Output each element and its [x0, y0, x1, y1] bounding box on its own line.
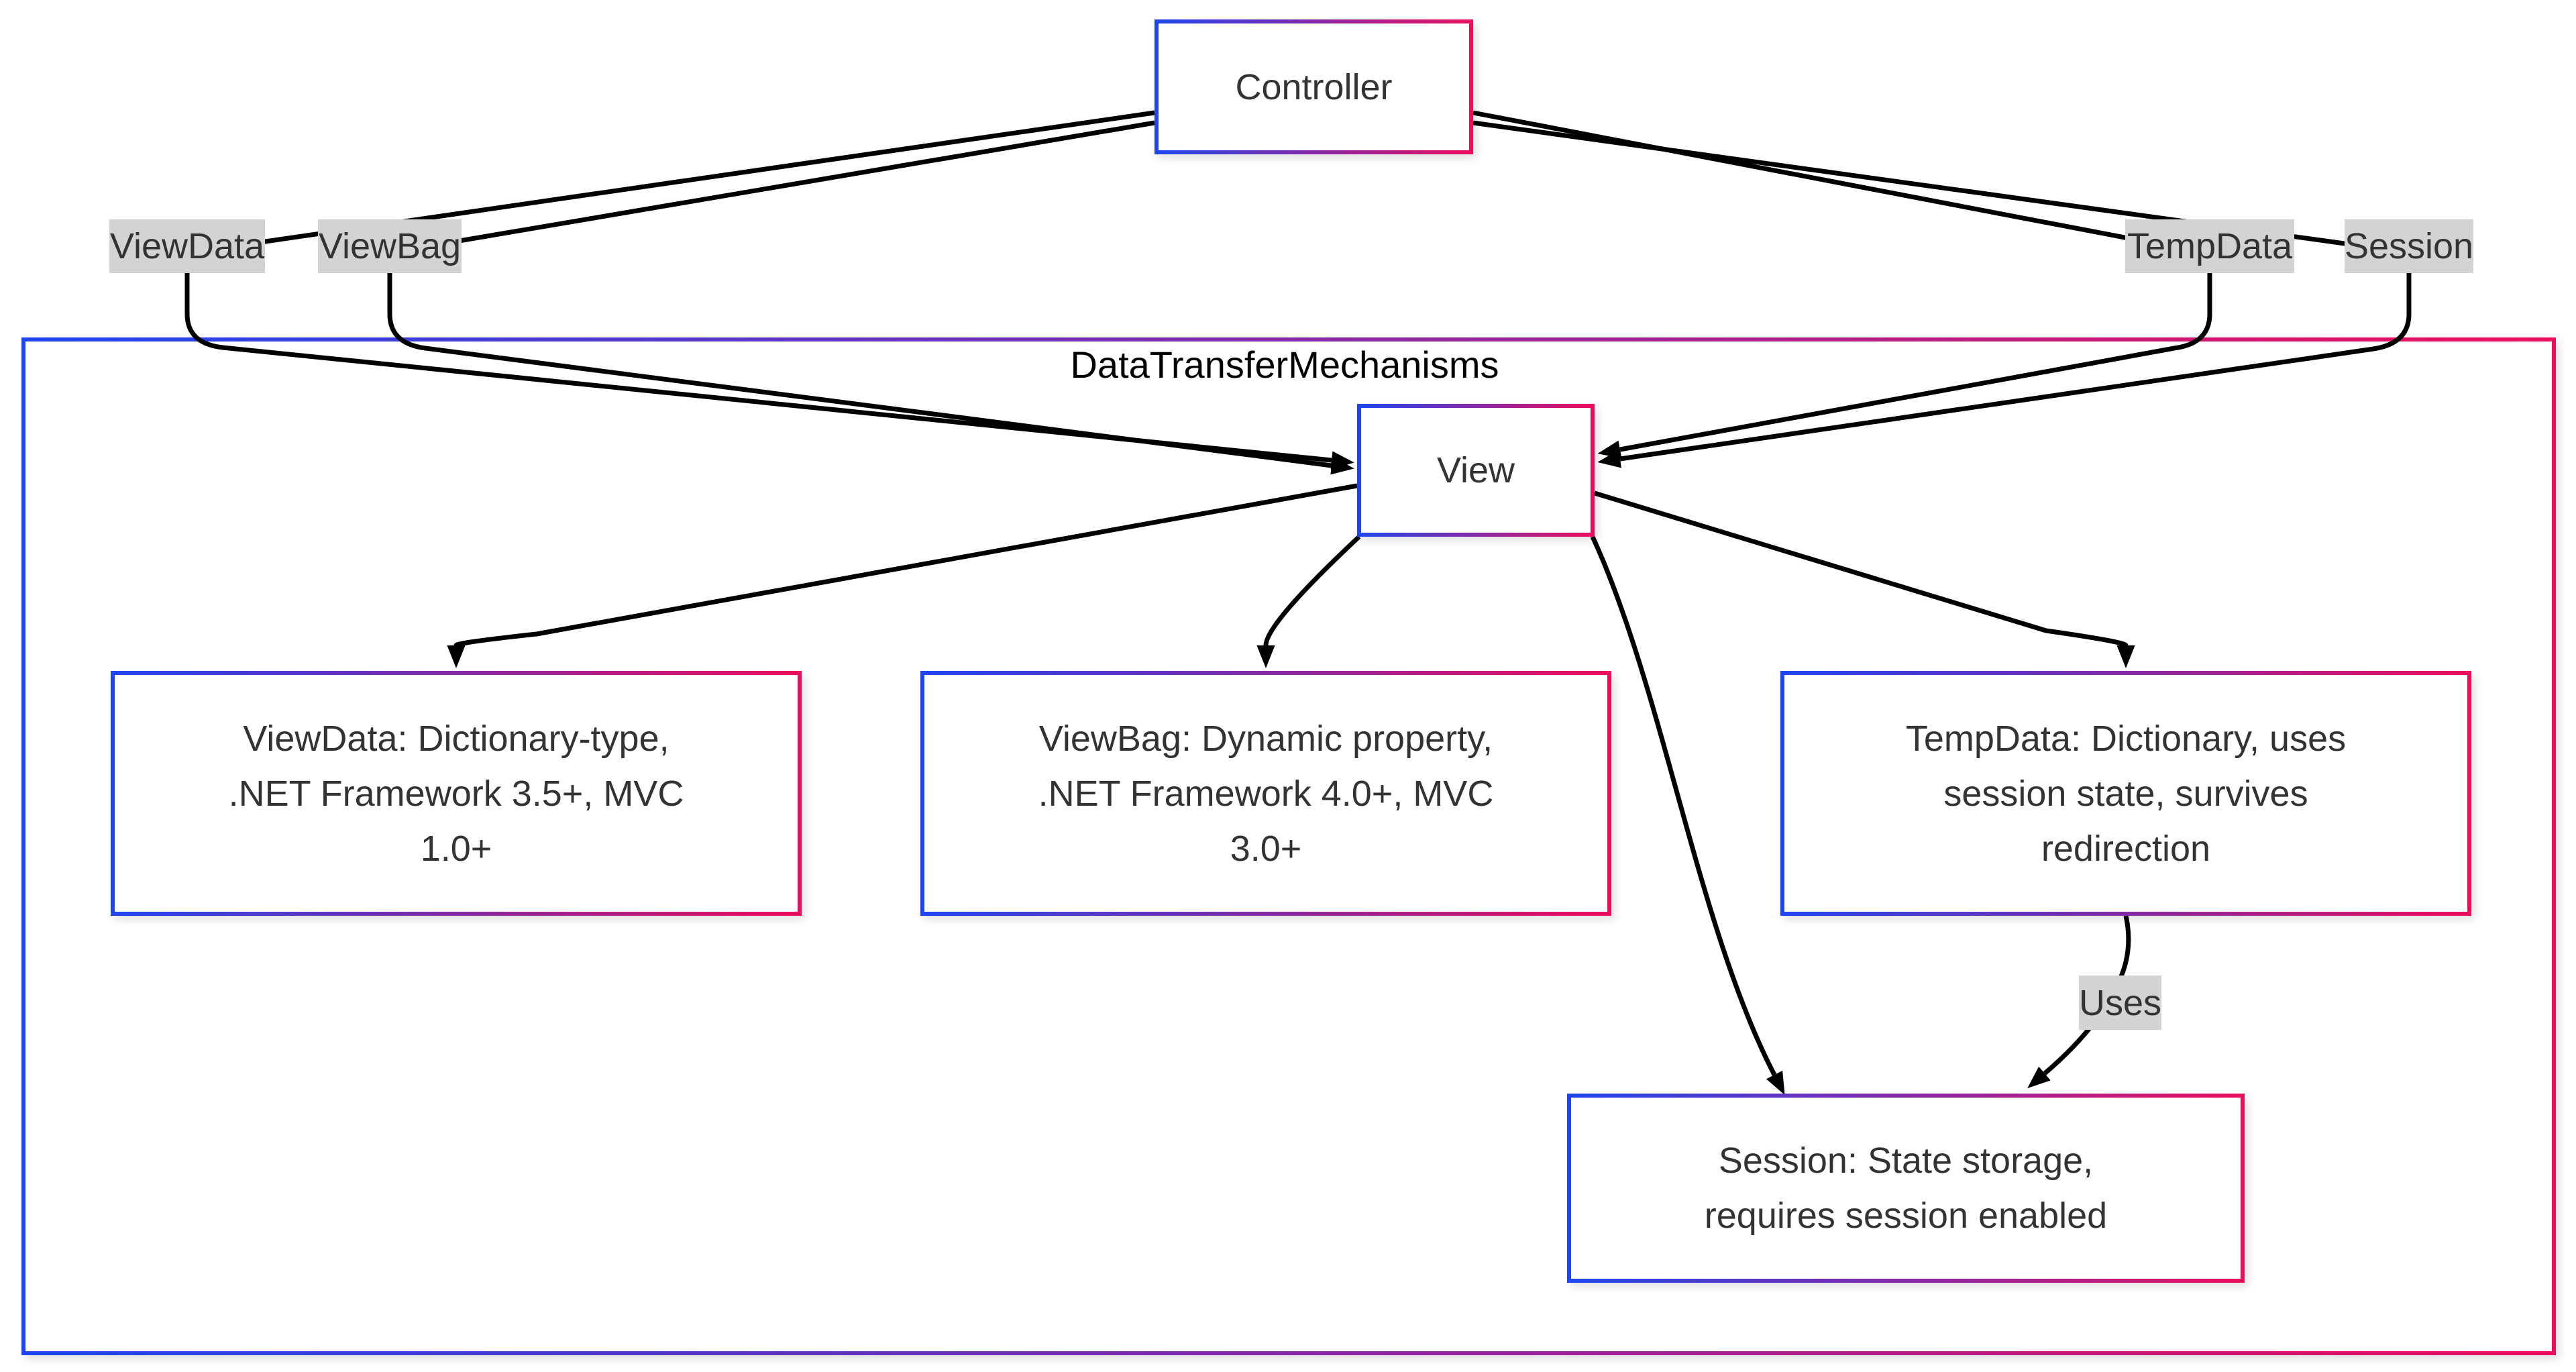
edge-view-to-viewdata-desc	[447, 483, 1358, 668]
node-session-description: Session: State storage, requires session…	[1567, 1094, 2245, 1283]
edge-view-to-tempdata-desc	[1593, 490, 2135, 668]
edge-viewbag-label-to-view	[387, 273, 1354, 475]
edge-session-label-to-view	[1597, 273, 2412, 468]
node-viewdata-description: ViewData: Dictionary-type, .NET Framewor…	[111, 671, 802, 916]
edge-controller-to-viewbag-label	[415, 120, 1155, 251]
edge-view-to-viewbag-desc	[1256, 535, 1361, 668]
edge-controller-to-tempdata-label	[1472, 110, 2174, 250]
node-view: View	[1357, 404, 1595, 537]
edge-view-to-session-desc	[1590, 535, 1785, 1096]
edge-label-tempdata: TempData	[2125, 219, 2294, 273]
node-tempdata-description: TempData: Dictionary, uses session state…	[1780, 671, 2471, 916]
cluster-title: DataTransferMechanisms	[1070, 344, 1499, 386]
node-controller: Controller	[1155, 19, 1473, 154]
edge-viewdata-label-to-view	[184, 273, 1354, 470]
edge-tempdata-label-to-view	[1597, 273, 2212, 459]
edge-label-uses: Uses	[2079, 975, 2161, 1030]
node-viewbag-description: ViewBag: Dynamic property, .NET Framewor…	[920, 671, 1611, 916]
edge-label-viewbag: ViewBag	[318, 219, 462, 273]
edge-label-session: Session	[2345, 219, 2473, 273]
edge-label-viewdata: ViewData	[109, 219, 265, 273]
